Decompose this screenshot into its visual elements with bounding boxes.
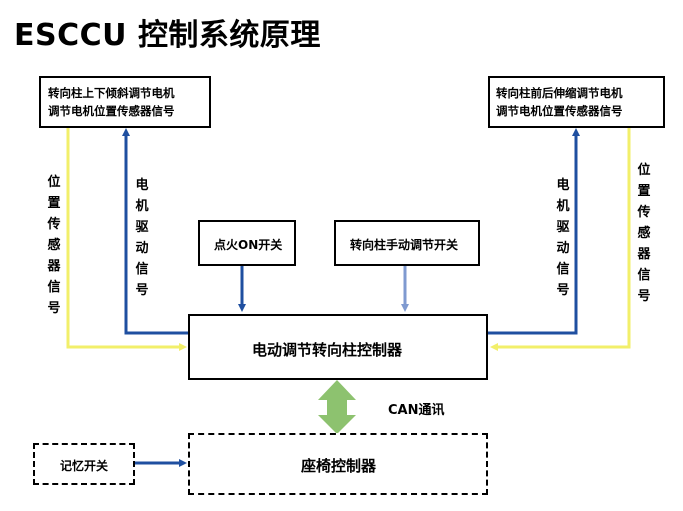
memory-switch-box: 记忆开关 xyxy=(33,443,135,485)
seat-controller-box: 座椅控制器 xyxy=(188,433,488,495)
telescope-motor-box: 转向柱前后伸缩调节电机 调节电机位置传感器信号 xyxy=(488,76,665,128)
right-drive-line xyxy=(488,128,580,335)
ignition-switch-label: 点火ON开关 xyxy=(214,238,283,252)
can-bus-arrow xyxy=(318,380,356,434)
left-position-sensor-label: 位置传感器信号 xyxy=(47,175,61,316)
left-motor-drive-label: 电机驱动信号 xyxy=(135,178,149,298)
telescope-motor-line1: 转向柱前后伸缩调节电机 xyxy=(496,86,623,100)
can-communication-label: CAN通讯 xyxy=(388,403,445,418)
left-sensor-line xyxy=(66,127,187,351)
seat-controller-label: 座椅控制器 xyxy=(301,457,377,475)
steering-column-controller-label: 电动调节转向柱控制器 xyxy=(252,341,403,359)
telescope-motor-line2: 调节电机位置传感器信号 xyxy=(496,104,623,118)
steering-column-controller-box: 电动调节转向柱控制器 xyxy=(188,314,488,380)
manual-adjust-switch-box: 转向柱手动调节开关 xyxy=(334,220,480,266)
tilt-motor-line2: 调节电机位置传感器信号 xyxy=(48,104,175,118)
right-position-sensor-label: 位置传感器信号 xyxy=(637,163,651,304)
manual-adjust-switch-label: 转向柱手动调节开关 xyxy=(350,238,459,252)
tilt-motor-box: 转向柱上下倾斜调节电机 调节电机位置传感器信号 xyxy=(39,76,211,128)
right-sensor-line xyxy=(490,127,631,351)
page-title: ESCCU 控制系统原理 xyxy=(14,18,321,53)
tilt-motor-line1: 转向柱上下倾斜调节电机 xyxy=(48,86,175,100)
right-motor-drive-label: 电机驱动信号 xyxy=(556,178,570,298)
memory-switch-label: 记忆开关 xyxy=(60,459,109,473)
left-drive-line xyxy=(122,128,188,335)
ignition-switch-box: 点火ON开关 xyxy=(198,220,296,266)
